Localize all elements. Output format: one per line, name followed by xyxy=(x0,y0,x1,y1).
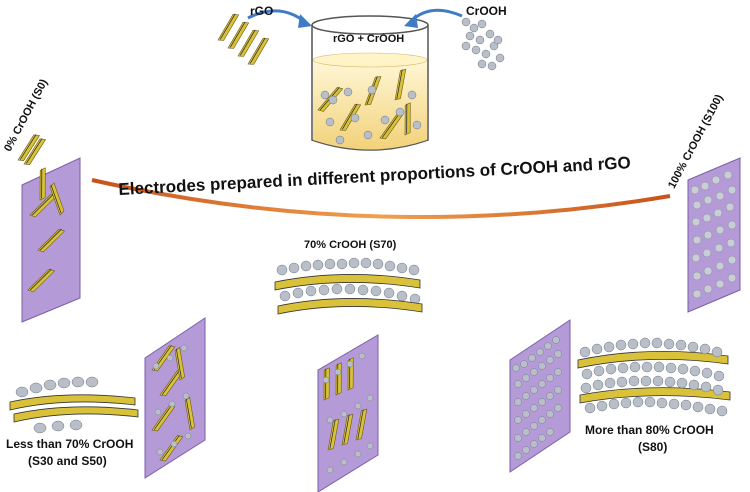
title-arc xyxy=(91,178,671,220)
high-stack xyxy=(577,337,731,417)
electrode-low xyxy=(144,317,206,479)
label-s70: 70% CrOOH (S70) xyxy=(304,239,397,251)
electrode-s100 xyxy=(687,157,741,313)
electrode-s0 xyxy=(21,157,81,323)
rgo-pile xyxy=(211,11,276,68)
crooh-cluster xyxy=(461,17,505,71)
electrode-high xyxy=(509,319,571,473)
label-mix: rGO + CrOOH xyxy=(333,33,405,45)
label-rgo: rGO xyxy=(250,4,274,18)
label-high-line2: (S80) xyxy=(638,440,668,454)
beaker-mixture xyxy=(312,66,422,145)
s70-stack xyxy=(274,257,423,315)
label-low-line1: Less than 70% CrOOH xyxy=(6,437,134,451)
low-stack xyxy=(9,376,139,434)
arrow-right-head-icon xyxy=(404,14,418,28)
electrode-s70 xyxy=(314,334,379,492)
label-high-line1: More than 80% CrOOH xyxy=(585,423,714,437)
label-crooh: CrOOH xyxy=(466,4,507,18)
label-low-line2: (S30 and S50) xyxy=(28,454,107,468)
beaker xyxy=(311,15,429,151)
arrow-left-head-icon xyxy=(298,14,312,28)
